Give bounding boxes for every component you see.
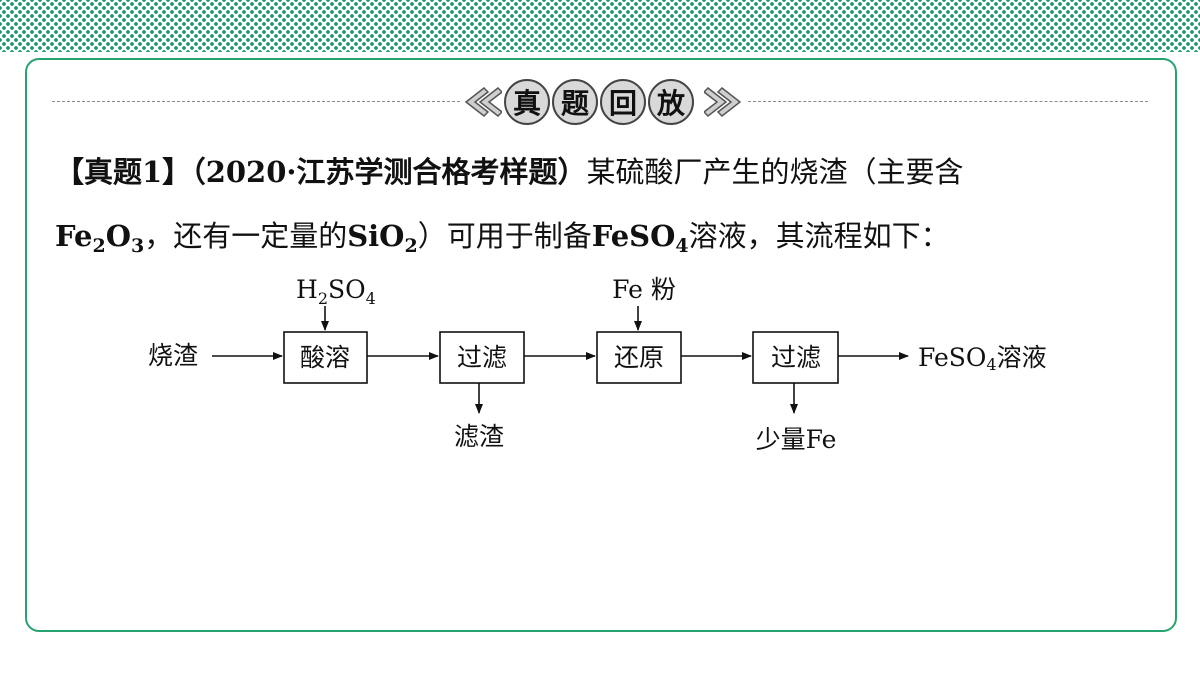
- formula-fe2o3: Fe2O3: [55, 219, 145, 257]
- flow-input-label: 烧渣: [148, 341, 198, 370]
- flow-step-box: [439, 331, 525, 384]
- question-text: 溶液，其流程如下：: [688, 219, 950, 253]
- question-line-1: 【真题1】（2020·江苏学测合格考样题）某硫酸厂产生的烧渣（主要含: [55, 152, 1155, 192]
- flow-step-label: 酸溶: [300, 343, 350, 372]
- double-chevron-left-icon: [464, 87, 502, 117]
- flow-step-label: 过滤: [771, 343, 821, 372]
- title-char: 回: [600, 79, 646, 125]
- flow-step-box: [752, 331, 839, 384]
- flow-reagent-fe-powder: Fe 粉: [612, 275, 676, 304]
- title-char: 真: [504, 79, 550, 125]
- flow-reagent-h2so4: H2SO4: [296, 275, 376, 308]
- flow-byproduct-label: 少量Fe: [756, 425, 837, 454]
- question-tag: 【真题1】: [55, 155, 192, 189]
- formula-feso4: FeSO4: [591, 219, 689, 257]
- banner-dashed-line-left: [52, 101, 460, 102]
- formula-sio2: SiO2: [347, 219, 418, 257]
- flow-output-label: FeSO4溶液: [918, 343, 1047, 374]
- question-line-2: Fe2O3，还有一定量的SiO2）可用于制备FeSO4溶液，其流程如下：: [55, 216, 1155, 256]
- question-source: （2020·江苏学测合格考样题）: [191, 155, 587, 189]
- question-text: ，还有一定量的: [144, 219, 348, 253]
- title-char: 题: [552, 79, 598, 125]
- double-chevron-right-icon: [704, 87, 742, 117]
- title-char: 放: [648, 79, 694, 125]
- question-text: 某硫酸厂产生的烧渣（主要含: [586, 155, 964, 189]
- question-text: ）可用于制备: [417, 219, 592, 253]
- top-dot-pattern: [0, 0, 1200, 52]
- banner-dashed-line-right: [748, 101, 1148, 102]
- flow-step-label: 还原: [614, 343, 664, 372]
- flow-step-label: 过滤: [457, 343, 507, 372]
- flow-step-box: [283, 331, 368, 384]
- flow-step-box: [596, 331, 682, 384]
- flow-byproduct-label: 滤渣: [454, 422, 504, 451]
- section-title: 真 题 回 放: [504, 79, 694, 127]
